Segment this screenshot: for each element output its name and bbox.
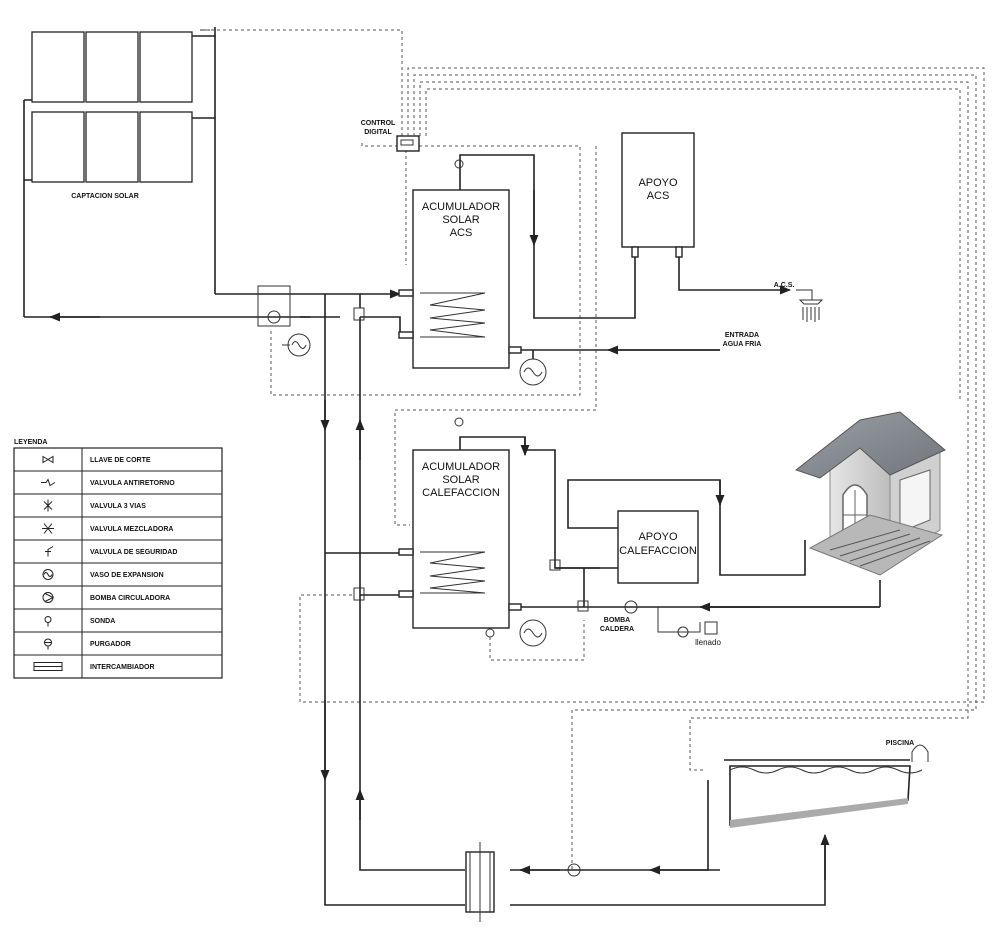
safety-valve-icon	[45, 546, 54, 557]
apoyo-cal-label-2: CALEFACCION	[619, 545, 697, 557]
legend-table: LLAVE DE CORTE VALVULA ANTIRETORNO VALVULA…	[13, 447, 223, 679]
three-way-valve-icon	[43, 499, 53, 512]
bomba-caldera-label-1: BOMBA	[604, 617, 630, 624]
mixing-valve-icon	[42, 523, 54, 534]
captacion-solar-label: CAPTACION SOLAR	[71, 193, 139, 200]
apoyo-calefaccion-boiler	[617, 510, 699, 584]
legend-row: VALVULA 3 VIAS	[43, 499, 146, 512]
legend-row: LLAVE DE CORTE	[42, 455, 151, 464]
legend-row: VALVULA MEZCLADORA	[42, 523, 173, 534]
acs-tank	[412, 189, 510, 369]
bomba-caldera-label-2: CALDERA	[600, 626, 634, 633]
legend-item-label: INTERCAMBIADOR	[90, 664, 155, 671]
llenado-label: llenado	[695, 638, 721, 647]
legend-item-label: VASO DE EXPANSION	[90, 572, 164, 579]
acs-tank-label-3: ACS	[450, 227, 473, 239]
legend-row: PURGADOR	[44, 638, 131, 650]
apoyo-cal-label-1: APOYO	[638, 531, 678, 543]
apoyo-acs-label-2: ACS	[647, 190, 670, 202]
legend-item-label: LLAVE DE CORTE	[90, 457, 151, 464]
legend-item-label: SONDA	[90, 618, 115, 625]
legend-item-label: BOMBA CIRCULADORA	[90, 595, 170, 602]
legend-row: VASO DE EXPANSION	[42, 569, 164, 580]
check-valve-icon	[41, 478, 56, 487]
legend-item-label: VALVULA ANTIRETORNO	[90, 480, 175, 487]
control-digital-label-2: DIGITAL	[364, 129, 392, 136]
acs-tank-label-1: ACUMULADOR	[422, 201, 500, 213]
purger-icon	[44, 638, 52, 650]
control-digital-label-1: CONTROL	[361, 120, 396, 127]
solar-collectors	[31, 31, 193, 183]
legend-row: BOMBA CIRCULADORA	[42, 592, 170, 603]
cal-tank-label-3: CALEFACCION	[422, 487, 500, 499]
entrada-label-1: ENTRADA	[725, 332, 759, 339]
heat-exchanger-icon	[33, 662, 63, 671]
cal-tank-label-1: ACUMULADOR	[422, 461, 500, 473]
apoyo-acs-boiler	[621, 132, 695, 248]
pump-icon	[42, 592, 55, 603]
expansion-vessel-icon	[42, 569, 54, 580]
entrada-label-2: AGUA FRIA	[723, 341, 762, 348]
piscina-label: PISCINA	[886, 740, 914, 747]
acs-output-label: A.C.S.	[774, 282, 795, 289]
legend-item-label: PURGADOR	[90, 641, 131, 648]
legend-title: LEYENDA	[14, 439, 47, 446]
cal-tank-label-2: SOLAR	[442, 474, 479, 486]
legend-item-label: VALVULA MEZCLADORA	[90, 526, 173, 533]
legend-row: VALVULA ANTIRETORNO	[41, 478, 175, 487]
shower-icon	[796, 289, 824, 322]
legend-row: VALVULA DE SEGURIDAD	[45, 546, 177, 557]
calefaccion-tank	[412, 449, 510, 629]
sensor-icon	[44, 616, 52, 627]
legend-item-label: VALVULA 3 VIAS	[90, 503, 146, 510]
legend-item-label: VALVULA DE SEGURIDAD	[90, 549, 177, 556]
apoyo-acs-label-1: APOYO	[638, 177, 678, 189]
legend-row: SONDA	[44, 616, 115, 627]
acs-tank-label-2: SOLAR	[442, 214, 479, 226]
house-illustration	[794, 411, 946, 576]
legend-row: INTERCAMBIADOR	[33, 662, 155, 671]
valve-icon	[42, 455, 54, 464]
